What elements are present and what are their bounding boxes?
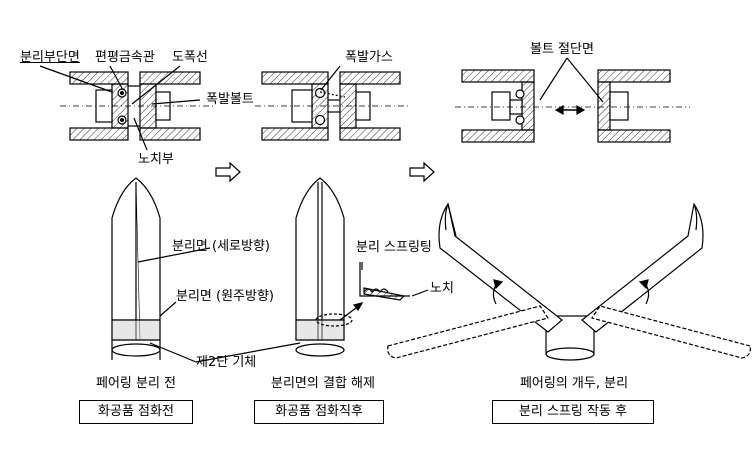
process-arrow-1	[215, 161, 241, 183]
fairing-unlatched	[295, 177, 364, 357]
section-after-ignition	[255, 71, 410, 141]
label-notch: 노치	[430, 281, 454, 296]
label-notch-part: 노치부	[138, 152, 174, 167]
section-separated	[455, 57, 690, 143]
box-stage2: 화공품 점화직후	[254, 400, 384, 424]
label-second-stage: 제2단 기체	[196, 355, 257, 370]
caption-stage3: 페어링의 개두, 분리	[519, 376, 629, 391]
section-before	[60, 71, 215, 141]
label-separation-section: 분리부단면	[20, 50, 80, 65]
spring-detail	[359, 262, 429, 301]
label-sep-plane-vertical: 분리면 (세로방향)	[172, 239, 270, 254]
label-sep-spring: 분리 스프링팅	[356, 240, 432, 255]
fairing-before	[111, 177, 161, 360]
label-explosive-bolt: 폭발볼트	[206, 92, 254, 107]
label-det-cord: 도폭선	[172, 50, 208, 65]
label-explosive-gas: 폭발가스	[345, 50, 393, 65]
caption-stage1: 페어링 분리 전	[95, 376, 177, 391]
fairing-opened	[387, 202, 751, 361]
box-stage1: 화공품 점화전	[79, 400, 193, 424]
box-stage3: 분리 스프링 작동 후	[492, 400, 654, 424]
process-arrow-2	[409, 161, 435, 183]
label-flat-metal-tube: 편평금속관	[95, 50, 155, 65]
label-bolt-cut-surface: 볼트 절단면	[530, 42, 594, 57]
label-sep-plane-circ: 분리면 (원주방향)	[176, 289, 274, 304]
caption-stage2: 분리면의 결합 해제	[271, 376, 375, 391]
